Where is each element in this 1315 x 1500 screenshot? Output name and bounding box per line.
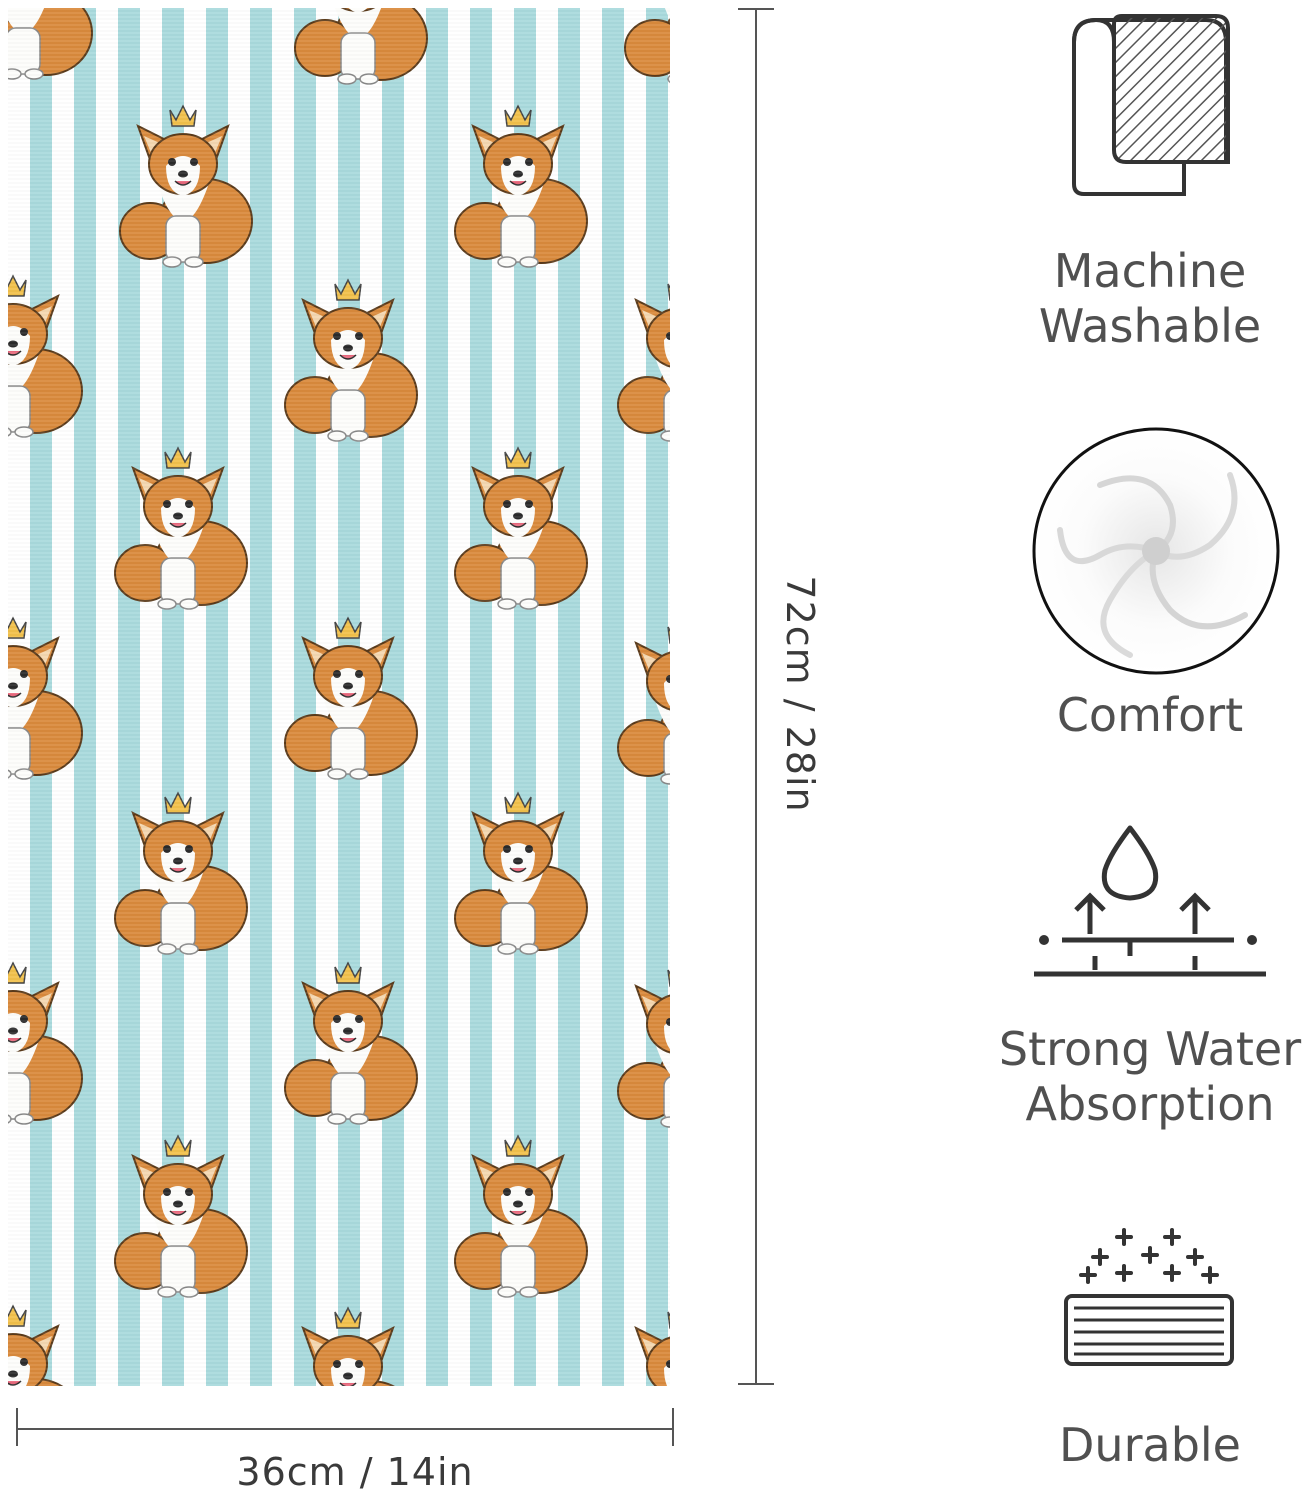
- width-dimension-line: [16, 1428, 674, 1430]
- width-dimension-cap-right: [672, 1408, 674, 1446]
- width-dimension-label: 36cm / 14in: [236, 1450, 474, 1494]
- corgi-pattern-graphic: [8, 608, 88, 783]
- comfort-towel-swirl-icon: [1032, 427, 1280, 675]
- corgi-pattern-graphic: [103, 438, 253, 613]
- corgi-pattern-graphic: [606, 1298, 670, 1386]
- corgi-pattern-graphic: [606, 956, 670, 1131]
- corgi-pattern-graphic: [443, 1126, 593, 1301]
- corgi-pattern-graphic: [443, 438, 593, 613]
- width-dimension-cap-left: [16, 1408, 18, 1446]
- towel-product-image: [8, 8, 670, 1386]
- feature-label-durable: Durable: [1059, 1418, 1241, 1472]
- corgi-pattern-graphic: [443, 783, 593, 958]
- corgi-pattern-graphic: [273, 953, 423, 1128]
- height-dimension-label: 72cm / 28in: [778, 575, 822, 813]
- corgi-pattern-graphic: [613, 8, 670, 88]
- corgi-pattern-graphic: [8, 1296, 88, 1386]
- corgi-pattern-graphic: [606, 270, 670, 445]
- corgi-pattern-graphic: [8, 953, 88, 1128]
- machine-washable-icon: [1072, 14, 1230, 196]
- corgi-pattern-graphic: [103, 783, 253, 958]
- durable-fabric-icon: [1064, 1228, 1234, 1366]
- height-dimension-cap-top: [738, 8, 774, 10]
- corgi-pattern-graphic: [283, 8, 433, 88]
- corgi-pattern-graphic: [273, 1298, 423, 1386]
- corgi-pattern-graphic: [103, 1126, 253, 1301]
- water-absorption-icon: [1034, 825, 1266, 977]
- corgi-pattern-graphic: [273, 270, 423, 445]
- corgi-pattern-graphic: [108, 96, 258, 271]
- height-dimension-line: [755, 8, 757, 1384]
- corgi-pattern-graphic: [443, 96, 593, 271]
- corgi-pattern-graphic: [606, 613, 670, 788]
- corgi-pattern-graphic: [8, 266, 88, 441]
- feature-label-comfort: Comfort: [1056, 688, 1244, 742]
- height-dimension-cap-bottom: [738, 1383, 774, 1385]
- corgi-pattern-graphic: [273, 608, 423, 783]
- corgi-pattern-graphic: [8, 8, 98, 83]
